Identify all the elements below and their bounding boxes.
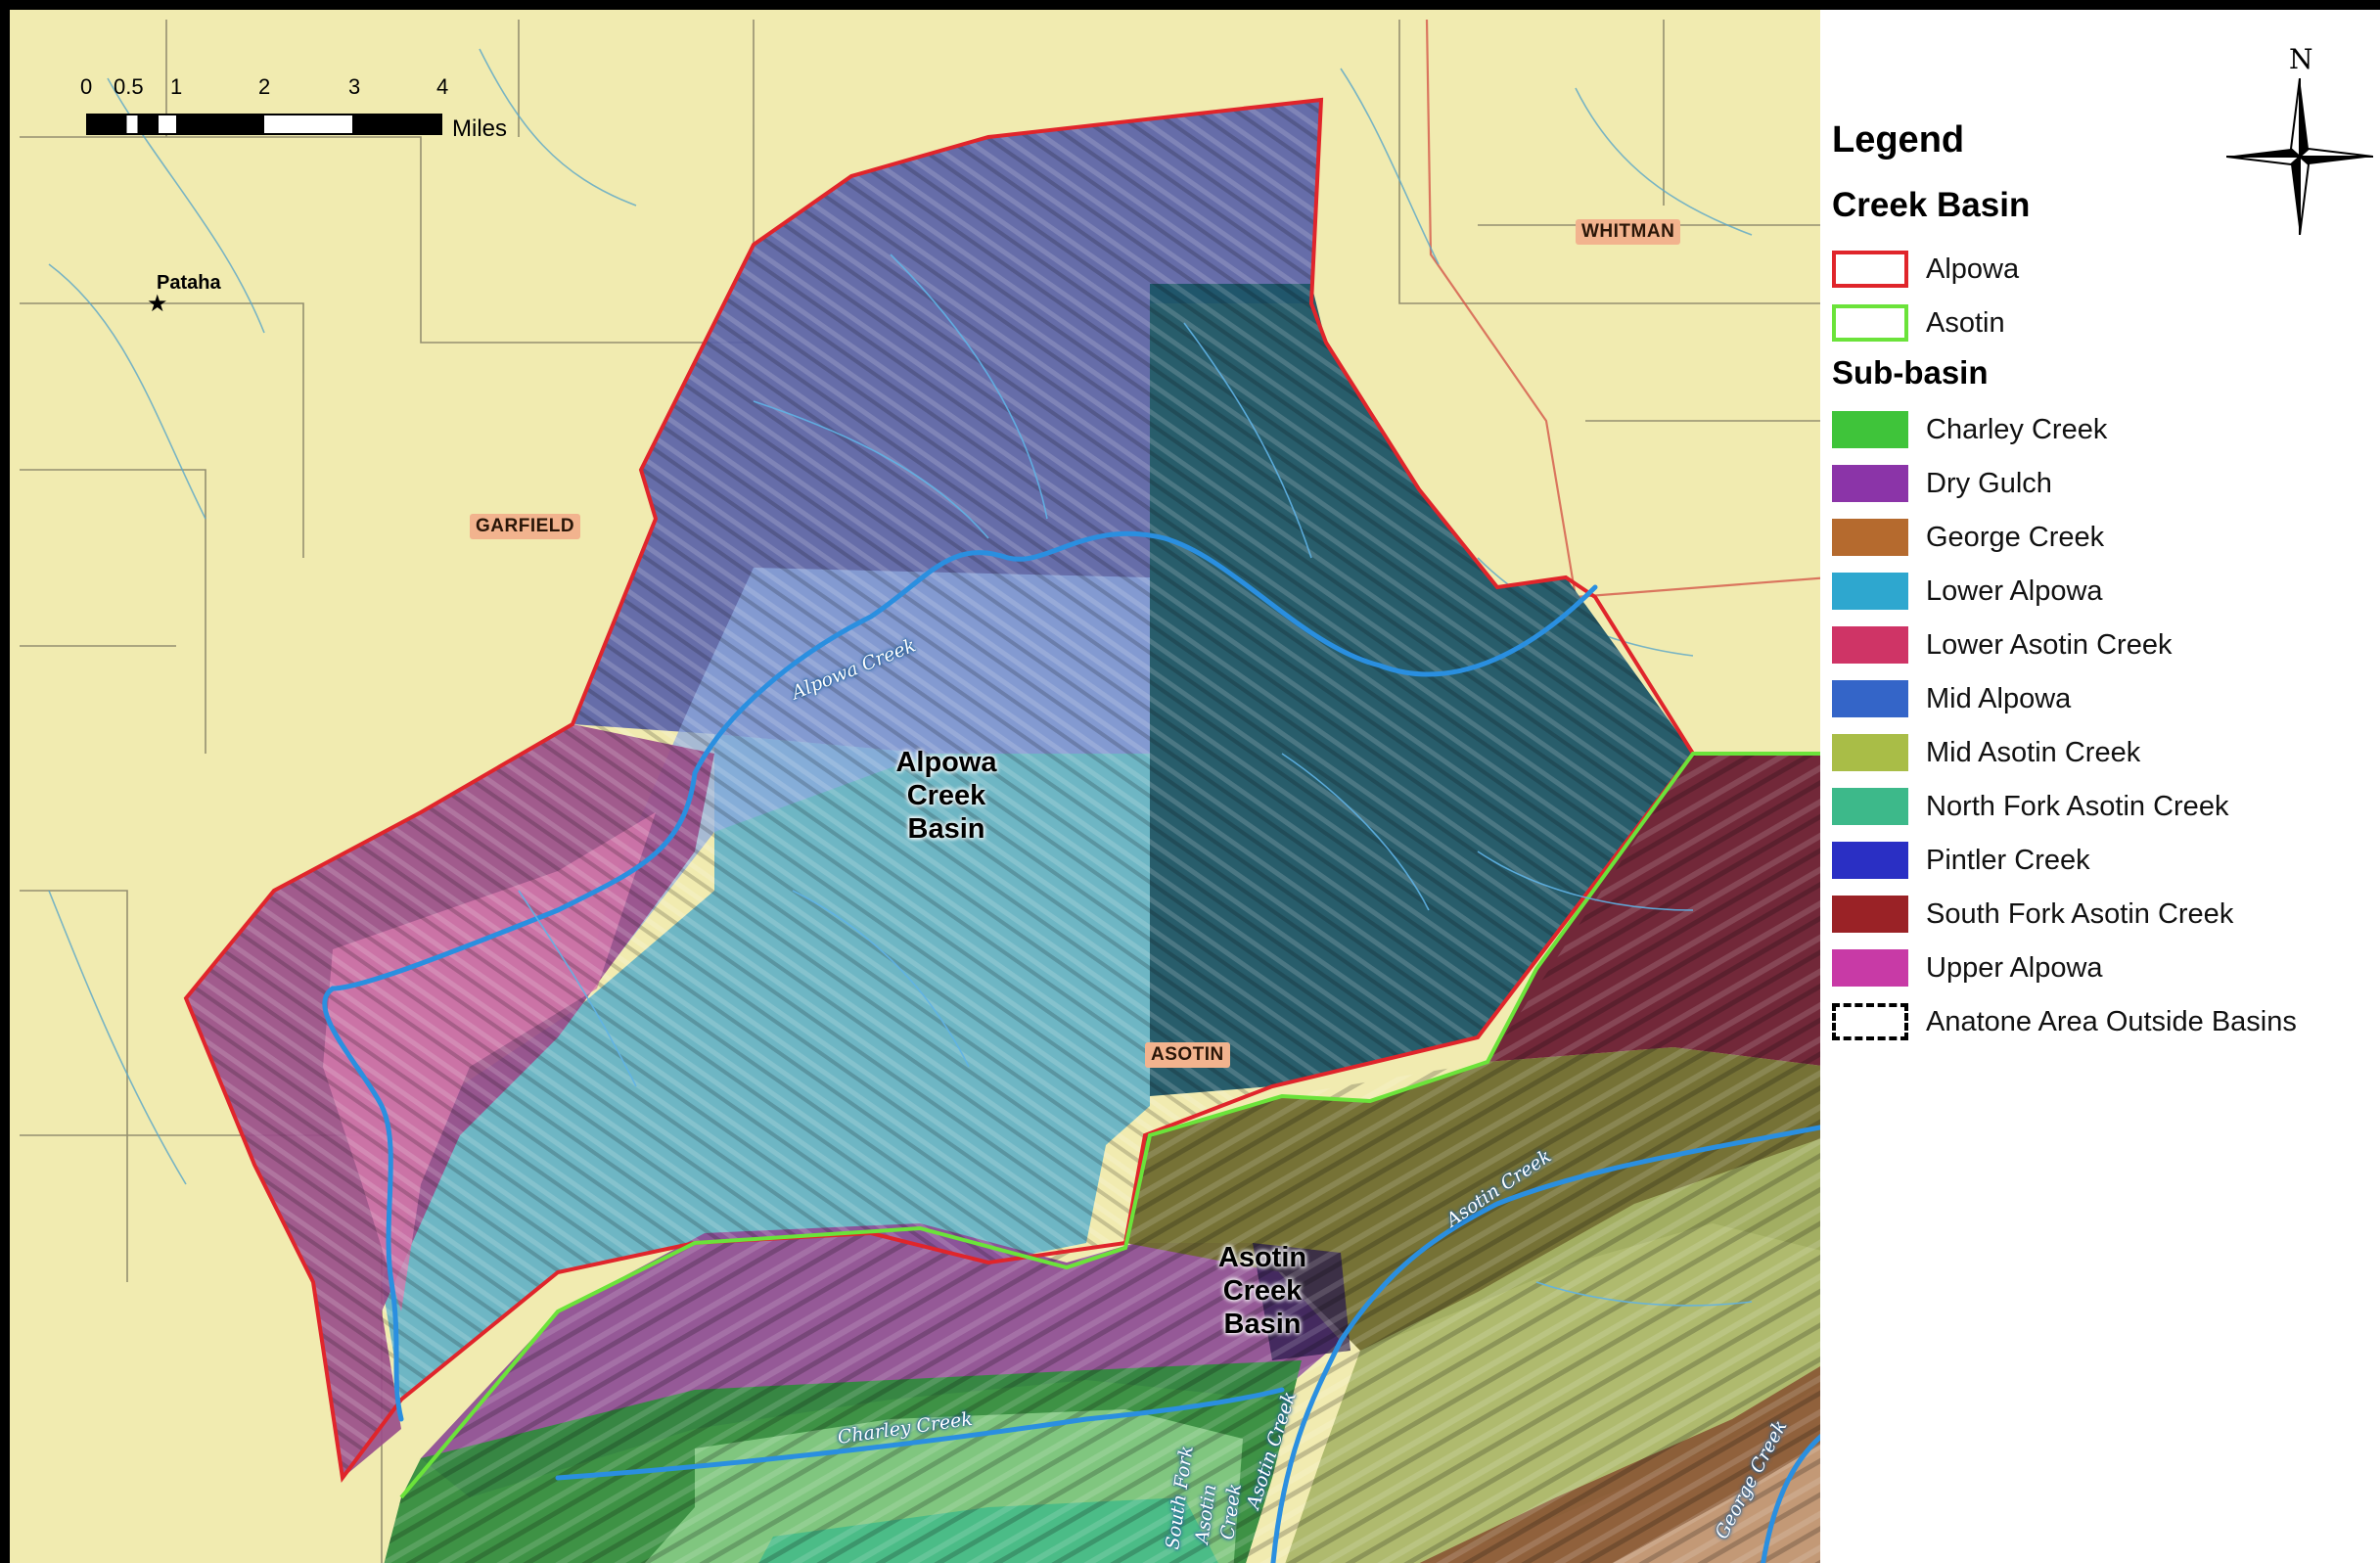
legend-creek-basin-title: Creek Basin (1832, 186, 2031, 224)
county-label-asotin: ASOTIN (1145, 1042, 1230, 1068)
county-label-garfield: GARFIELD (470, 514, 581, 539)
legend-item-lower-alpowa: Lower Alpowa (1832, 569, 2103, 614)
scale-unit-label: Miles (452, 115, 508, 142)
legend-swatch (1832, 304, 1908, 342)
legend-label: Dry Gulch (1926, 467, 2052, 499)
scale-tick-label: 0 (80, 74, 93, 99)
legend-label: Upper Alpowa (1926, 951, 2103, 984)
legend-sub-basin-title: Sub-basin (1832, 354, 1989, 391)
scale-bar: 0 0.5 1 2 3 4 Miles (10, 10, 558, 147)
legend-label: Alpowa (1926, 253, 2020, 285)
basin-label-line: Basin (1223, 1309, 1302, 1340)
star-icon: ★ (147, 291, 168, 317)
legend-item-charley-creek: Charley Creek (1832, 407, 2107, 452)
legend-label: Lower Asotin Creek (1926, 628, 2173, 661)
legend-label: Lower Alpowa (1926, 575, 2103, 607)
basin-label-line: Creek (906, 780, 986, 811)
legend-swatch (1832, 1003, 1908, 1040)
basin-label-asotin: Asotin Creek Basin (1184, 1241, 1341, 1341)
legend-item-anatone-outside: Anatone Area Outside Basins (1832, 999, 2297, 1044)
legend-label: Mid Alpowa (1926, 682, 2072, 714)
legend-item-south-fork-asotin-creek: South Fork Asotin Creek (1832, 892, 2233, 937)
scale-bar-graphic (86, 114, 442, 135)
legend-label: Charley Creek (1926, 413, 2108, 445)
map-view[interactable]: 0 0.5 1 2 3 4 Miles GARFIELD WHITMAN ASO… (0, 0, 1820, 1563)
legend-label: Asotin (1926, 306, 2005, 339)
legend-swatch (1832, 626, 1908, 664)
basin-label-line: Basin (907, 813, 985, 845)
legend-swatch (1832, 734, 1908, 771)
scale-tick-label: 1 (170, 74, 183, 99)
scale-tick-label: 3 (348, 74, 361, 99)
legend-swatch (1832, 949, 1908, 987)
legend-item-mid-alpowa: Mid Alpowa (1832, 676, 2071, 721)
legend-swatch (1832, 251, 1908, 288)
basin-label-line: Asotin (1217, 1242, 1307, 1273)
basin-label-line: Creek (1222, 1275, 1303, 1307)
legend-swatch (1832, 411, 1908, 448)
asotin-basin-boundary (399, 752, 1820, 1499)
legend-item-mid-asotin-creek: Mid Asotin Creek (1832, 730, 2140, 775)
legend-item-pintler-creek: Pintler Creek (1832, 838, 2090, 883)
legend-title: Legend (1832, 119, 1965, 161)
legend-label: George Creek (1926, 521, 2105, 553)
legend-swatch (1832, 896, 1908, 933)
basin-label-line: Alpowa (895, 747, 997, 778)
legend-swatch (1832, 465, 1908, 502)
legend-panel: N Legend Creek Basin Alpowa Asotin Sub-b… (1820, 0, 2380, 1563)
legend-item-lower-asotin-creek: Lower Asotin Creek (1832, 622, 2172, 667)
north-label: N (2289, 43, 2313, 75)
legend-swatch (1832, 519, 1908, 556)
legend-item-dry-gulch: Dry Gulch (1832, 461, 2052, 506)
legend-item-north-fork-asotin-creek: North Fork Asotin Creek (1832, 784, 2228, 829)
scale-tick-label: 0.5 (114, 74, 144, 99)
legend-label: North Fork Asotin Creek (1926, 790, 2229, 822)
legend-item-george-creek: George Creek (1832, 515, 2104, 560)
legend-label: South Fork Asotin Creek (1926, 897, 2234, 930)
legend-label: Pintler Creek (1926, 844, 2090, 876)
legend-swatch (1832, 573, 1908, 610)
map-canvas[interactable] (10, 10, 1820, 1563)
legend-swatch (1832, 788, 1908, 825)
highway (1425, 19, 1820, 599)
legend-item-alpowa: Alpowa (1832, 247, 2019, 292)
legend-item-upper-alpowa: Upper Alpowa (1832, 945, 2103, 990)
legend-swatch (1832, 680, 1908, 717)
legend-label: Anatone Area Outside Basins (1926, 1005, 2297, 1037)
legend-item-asotin: Asotin (1832, 300, 2005, 345)
scale-tick-label: 2 (258, 74, 271, 99)
major-streams (322, 530, 1820, 1563)
scale-tick-label: 4 (436, 74, 449, 99)
compass-icon (2226, 78, 2373, 235)
town-label-pataha: Pataha (157, 272, 221, 294)
minor-streams (518, 253, 1753, 1307)
north-arrow: N (2226, 39, 2373, 235)
basin-label-alpowa: Alpowa Creek Basin (868, 746, 1025, 846)
legend-swatch (1832, 842, 1908, 879)
legend-label: Mid Asotin Creek (1926, 736, 2141, 768)
alpowa-basin-boundary (183, 97, 1696, 1484)
county-label-whitman: WHITMAN (1576, 219, 1681, 245)
